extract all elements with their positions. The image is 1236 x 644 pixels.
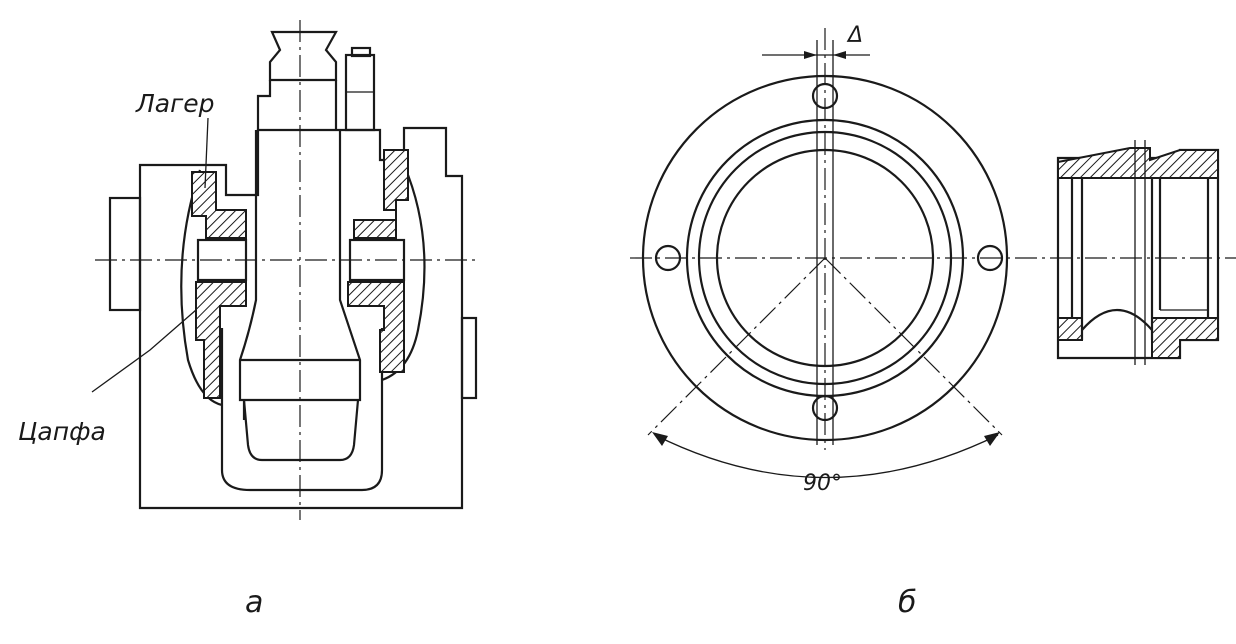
- section-top-wall: [1057, 147, 1219, 179]
- trunnion-label: Цапфа: [18, 417, 106, 446]
- figure-a-drawing: Лагер Цапфа a: [18, 20, 480, 620]
- angle-arrow-left: [652, 432, 668, 446]
- caption-a: a: [245, 585, 263, 620]
- section-bore-arc: [1081, 308, 1153, 331]
- inner-cavity: [220, 328, 384, 492]
- figure-b-drawing: Δ 90° б: [630, 23, 1236, 620]
- right-bearing-lower: [347, 281, 405, 373]
- left-flange: [108, 196, 142, 312]
- delta-label: Δ: [846, 23, 863, 48]
- neck-left: [256, 80, 272, 130]
- shaft-end: [242, 399, 360, 462]
- section-bottom-right: [1151, 317, 1219, 359]
- section-bottom-left: [1057, 317, 1083, 341]
- delta-arrow-right: [833, 51, 846, 59]
- right-bearing-upper: [353, 149, 409, 239]
- angle-label: 90°: [803, 471, 842, 496]
- top-cap: [268, 30, 338, 82]
- angle-arrow-right: [984, 432, 1000, 446]
- right-boss: [460, 316, 478, 400]
- left-bearing-upper: [191, 171, 247, 239]
- trunnion-leader: [91, 309, 197, 393]
- bearing-label: Лагер: [135, 89, 215, 118]
- left-bearing-lower: [195, 281, 247, 399]
- delta-arrow-left: [804, 51, 817, 59]
- housing-outline: [138, 126, 464, 510]
- side-section: [1056, 140, 1220, 365]
- bearing-leader: [204, 117, 209, 189]
- angle-line-right: [824, 257, 1003, 436]
- angle-arc: [654, 434, 999, 479]
- angle-line-left: [647, 257, 826, 436]
- caption-b: б: [898, 585, 917, 620]
